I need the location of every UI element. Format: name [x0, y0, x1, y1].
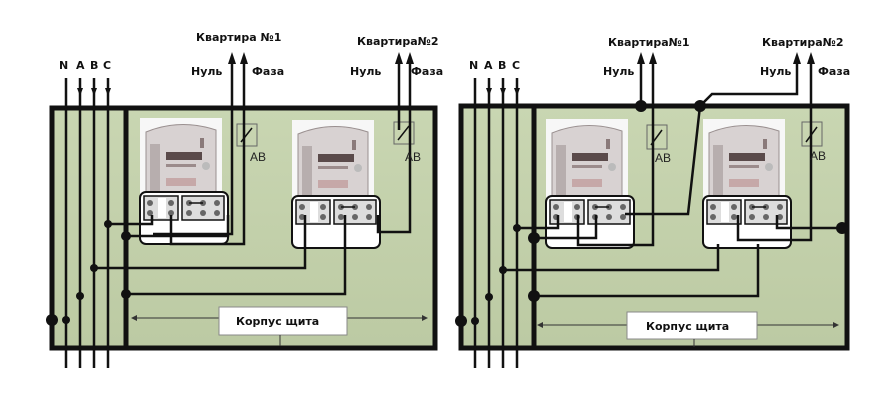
apartment-1-phase-label: Фаза	[252, 65, 284, 78]
diagram-left: N A B C Квартира №1 Нуль Фаза Квартира№2…	[46, 31, 443, 368]
breaker-2-label: АВ	[405, 150, 421, 164]
apartment-2-title: Квартира№2	[762, 36, 844, 49]
bus-label-b: B	[498, 59, 506, 72]
bus-label-c: C	[512, 59, 520, 72]
bus-label-n: N	[59, 59, 68, 72]
wires	[503, 56, 842, 298]
breaker-1-label: АВ	[655, 151, 671, 165]
breaker-1-label: АВ	[250, 150, 266, 164]
breaker-2-label: АВ	[810, 149, 826, 163]
enclosure-label: Корпус щита	[236, 315, 319, 328]
apartment-2-title: Квартира№2	[357, 35, 439, 48]
apartment-2-phase-label: Фаза	[818, 65, 850, 78]
apartment-1-neutral-label: Нуль	[603, 65, 634, 78]
enclosure-label-box	[218, 306, 348, 336]
diagram-right: N A B C Квартира№1 Нуль Квартира№2 Нуль …	[455, 36, 850, 368]
apartment-2-phase-label: Фаза	[411, 65, 443, 78]
bus-label-n: N	[469, 59, 478, 72]
bus-label-c: C	[103, 59, 111, 72]
enclosure-label-box	[626, 311, 758, 340]
bus-label-a: A	[484, 59, 493, 72]
breaker-2	[393, 121, 415, 145]
enclosure-label: Корпус щита	[646, 320, 729, 333]
bus-label-b: B	[90, 59, 98, 72]
bus-label-a: A	[76, 59, 85, 72]
apartment-1-neutral-label: Нуль	[191, 65, 222, 78]
apartment-1-title: Квартира№1	[608, 36, 690, 49]
junctions	[46, 220, 131, 326]
wires	[94, 56, 412, 296]
apartment-2-neutral-label: Нуль	[350, 65, 381, 78]
junctions	[455, 100, 848, 327]
apartment-1-title: Квартира №1	[196, 31, 281, 44]
apartment-2-neutral-label: Нуль	[760, 65, 791, 78]
